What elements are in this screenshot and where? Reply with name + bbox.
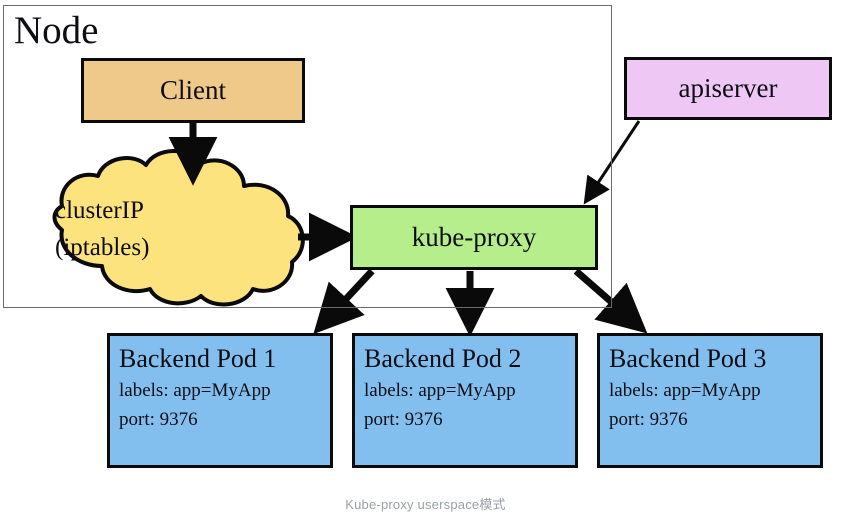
pod-port: port: 9376	[364, 409, 443, 430]
cluster-ip-cloud-shape	[52, 149, 305, 307]
pod-title: Backend Pod 3	[609, 344, 767, 373]
pod-labels: labels: app=MyApp	[609, 380, 761, 401]
diagram-caption: Kube-proxy userspace模式	[345, 497, 506, 512]
edge-kubeproxy-to-pod-3	[573, 268, 648, 334]
kube-proxy-label: kube-proxy	[411, 222, 537, 252]
client-label: Client	[160, 75, 226, 105]
kube-proxy-box[interactable]: kube-proxy	[350, 205, 598, 270]
pod-labels: labels: app=MyApp	[119, 380, 271, 401]
apiserver-box[interactable]: apiserver	[624, 57, 832, 120]
edge-apiserver-to-kubeproxy	[583, 120, 641, 205]
edge-kubeproxy-to-pod-1	[313, 268, 375, 335]
backend-pod-1[interactable]: Backend Pod 1 labels: app=MyApp port: 93…	[107, 333, 333, 468]
pod-port: port: 9376	[609, 409, 688, 430]
pod-port: port: 9376	[119, 409, 198, 430]
pod-title: Backend Pod 2	[364, 344, 522, 373]
node-boundary	[3, 5, 612, 308]
client-box[interactable]: Client	[81, 58, 305, 123]
apiserver-label: apiserver	[678, 73, 778, 103]
backend-pod-2[interactable]: Backend Pod 2 labels: app=MyApp port: 93…	[352, 333, 578, 468]
node-label: Node	[14, 9, 99, 52]
backend-pod-3[interactable]: Backend Pod 3 labels: app=MyApp port: 93…	[597, 333, 823, 468]
pod-labels: labels: app=MyApp	[364, 380, 516, 401]
pod-title: Backend Pod 1	[119, 344, 277, 373]
